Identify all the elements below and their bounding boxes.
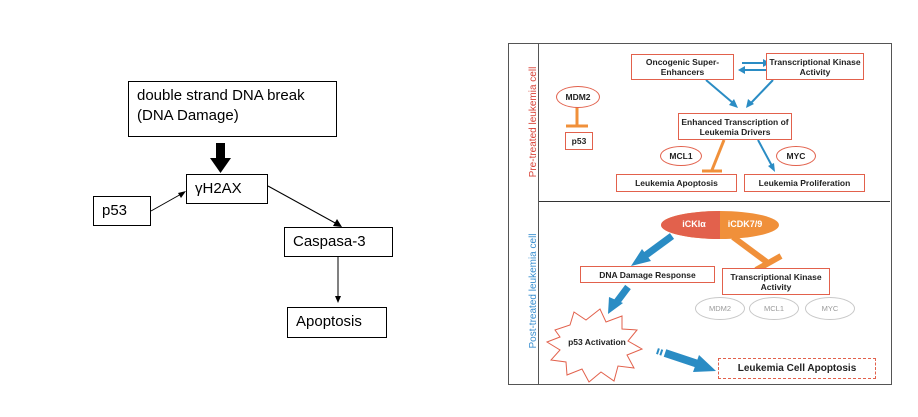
- thick-arrow-down: [210, 158, 231, 173]
- super-enhancers-label: Oncogenic Super-Enhancers: [645, 57, 720, 77]
- icki-label: iCKIα: [682, 219, 706, 229]
- pre-post-divider: [538, 201, 890, 202]
- enhanced-tx-label: Enhanced Transcription of Leukemia Drive…: [681, 116, 789, 137]
- mdm2-grey-oval: MDM2: [695, 297, 745, 320]
- apoptosis-label: Apoptosis: [296, 313, 362, 330]
- leukemia-proliferation-box: Leukemia Proliferation: [744, 174, 865, 192]
- dna-damage-response-box: DNA Damage Response: [580, 266, 715, 283]
- h2ax-box: γH2AX: [186, 174, 268, 204]
- left-label-divider: [538, 44, 539, 384]
- dna-damage-response-label: DNA Damage Response: [599, 269, 696, 280]
- myc-grey-label: MYC: [821, 304, 839, 313]
- tx-kinase-label: Transcriptional Kinase Activity: [769, 56, 861, 77]
- leukemia-apoptosis-label: Leukemia Apoptosis: [635, 178, 718, 188]
- h2ax-label: γH2AX: [195, 180, 242, 197]
- mcl1-oval: MCL1: [660, 146, 702, 166]
- p53-box: p53: [93, 196, 151, 226]
- mdm2-grey-label: MDM2: [708, 304, 732, 313]
- myc-grey-oval: MYC: [805, 297, 855, 320]
- myc-label: MYC: [786, 151, 806, 161]
- p53-activation-label: p53 Activation: [568, 337, 626, 347]
- leukemia-proliferation-label: Leukemia Proliferation: [758, 178, 851, 188]
- tx-kinase-box: Transcriptional Kinase Activity: [766, 53, 864, 80]
- dna-break-line2: (DNA Damage): [137, 107, 239, 124]
- icdk-label: iCDK7/9: [727, 219, 763, 229]
- p53-right-label: p53: [571, 136, 587, 146]
- cell-apoptosis-box: Leukemia Cell Apoptosis: [718, 358, 876, 379]
- p53-box-right: p53: [565, 132, 593, 150]
- p53-activation-starburst: [545, 308, 644, 383]
- caspase-box: Caspasa-3: [284, 227, 393, 257]
- dna-break-line1: double strand DNA break: [137, 87, 305, 104]
- tx-kinase-post-label: Transcriptional Kinase Activity: [730, 271, 822, 292]
- apoptosis-box: Apoptosis: [287, 307, 387, 338]
- mdm2-oval: MDM2: [556, 86, 600, 108]
- leukemia-apoptosis-box: Leukemia Apoptosis: [616, 174, 737, 192]
- caspase-label: Caspasa-3: [293, 233, 366, 250]
- mcl1-grey-label: MCL1: [763, 304, 784, 313]
- tx-kinase-post-box: Transcriptional Kinase Activity: [722, 268, 830, 295]
- cell-apoptosis-label: Leukemia Cell Apoptosis: [737, 363, 857, 374]
- p53-label: p53: [102, 202, 128, 219]
- super-enhancers-box: Oncogenic Super-Enhancers: [631, 54, 734, 80]
- enhanced-tx-box: Enhanced Transcription of Leukemia Drive…: [678, 113, 792, 140]
- mdm2-label: MDM2: [565, 92, 591, 102]
- mcl1-label: MCL1: [669, 151, 693, 161]
- dna-break-box: double strand DNA break (DNA Damage): [128, 81, 337, 137]
- myc-oval: MYC: [776, 146, 816, 166]
- mcl1-grey-oval: MCL1: [749, 297, 799, 320]
